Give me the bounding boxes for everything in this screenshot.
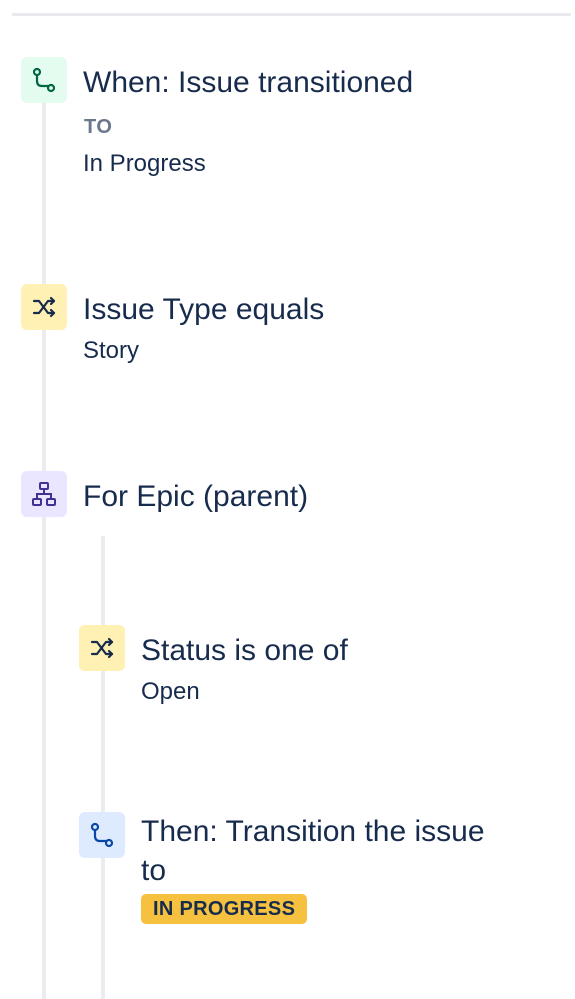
action-title-line2: to [141,854,167,887]
trigger-status-value: In Progress [83,150,206,177]
condition-value: Story [83,337,140,364]
branch-title: For Epic (parent) [83,480,309,513]
status-lozenge: IN PROGRESS [141,894,308,924]
trigger-title: When: Issue transitioned [83,66,414,99]
status-condition-title: Status is one of [141,634,348,667]
branch-hierarchy-icon [21,471,67,517]
condition-shuffle-icon [21,284,67,330]
transition-icon [79,812,125,858]
status-condition-value: Open [141,678,200,705]
transition-icon [21,57,67,103]
branch-flow-line [101,536,105,999]
top-divider [12,13,571,16]
action-title-line1: Then: Transition the issue [141,815,485,848]
trigger-to-label: TO [84,116,113,138]
condition-shuffle-icon [79,625,125,671]
condition-title: Issue Type equals [83,293,325,326]
rule-flow-line [42,100,46,999]
